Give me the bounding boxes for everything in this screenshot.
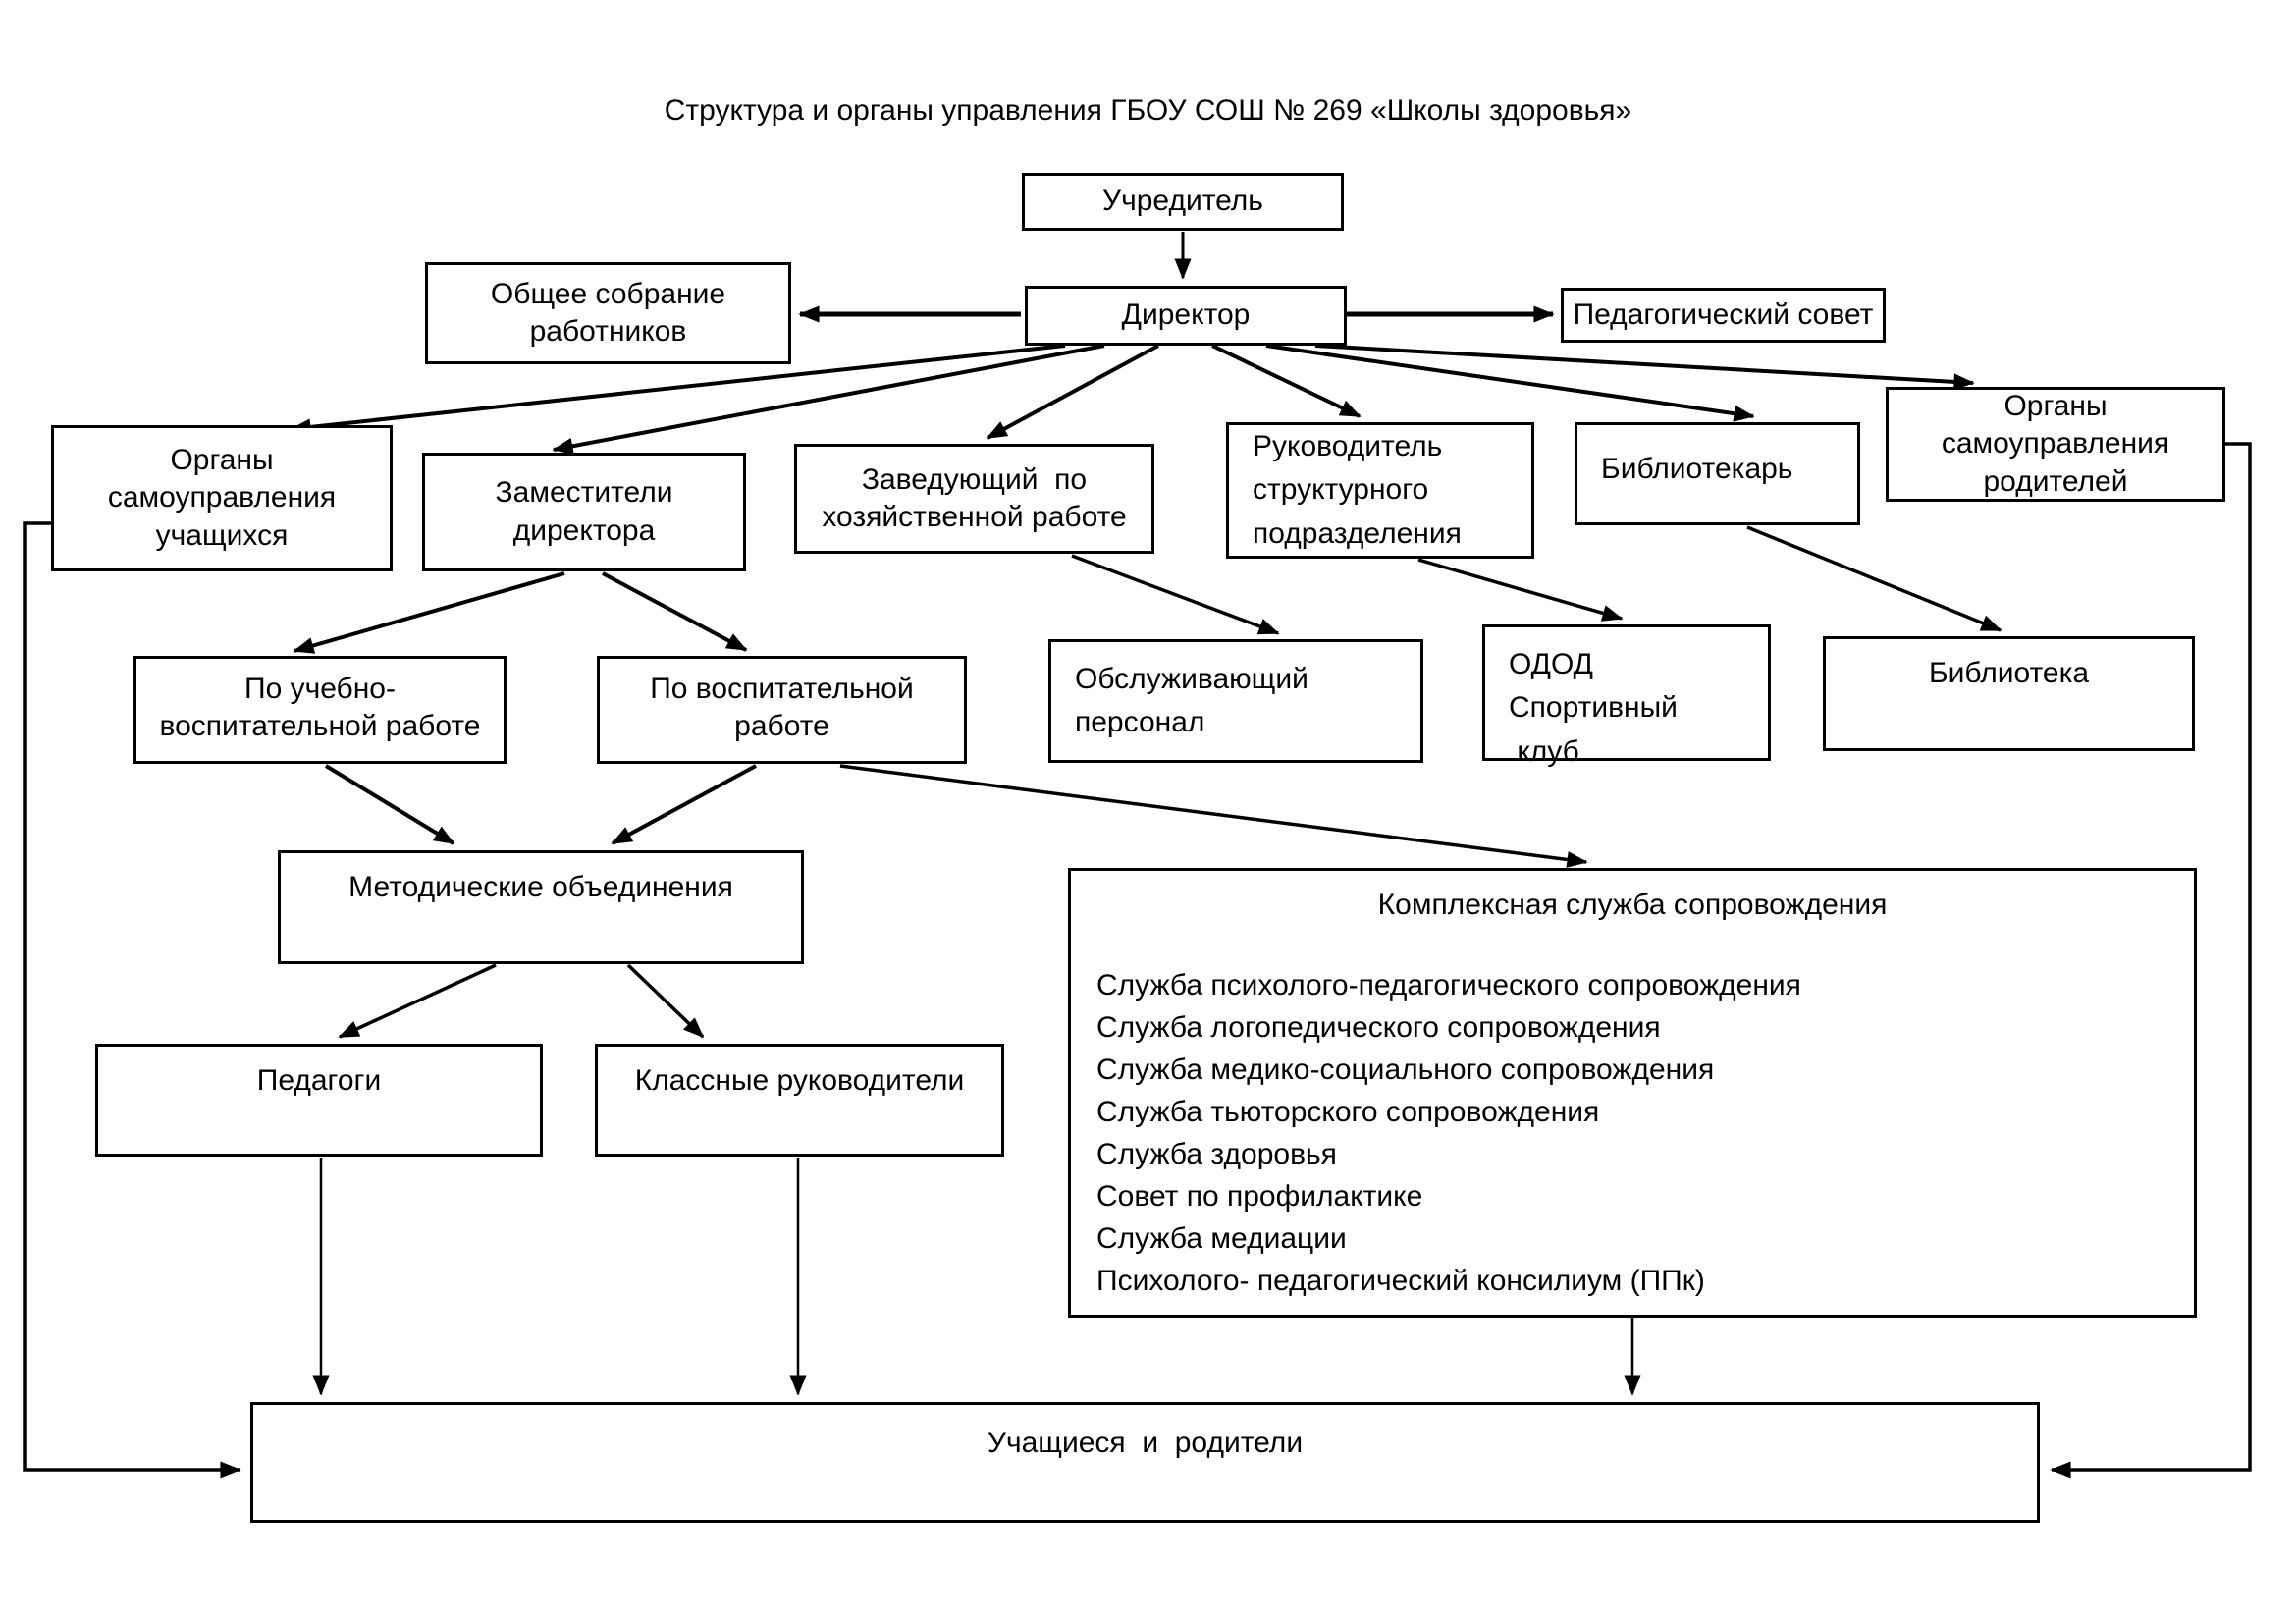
- node-unit-head: Руководитель структурного подразделения: [1226, 422, 1534, 559]
- node-service-staff-label: Обслуживающий персонал: [1075, 663, 1308, 739]
- node-complex-support-service-label: Комплексная служба сопровождения: [1377, 889, 1888, 921]
- node-general-meeting-label: Общее собрание работников: [490, 277, 726, 348]
- node-library: Библиотека: [1823, 636, 2195, 751]
- connector-director-parent-self-government: [1314, 344, 1975, 391]
- service-item: Служба медико-социального сопровождения: [1096, 1054, 1715, 1087]
- node-student-self-government: Органы самоуправления учащихся: [51, 425, 393, 571]
- connector-upbringing-methodical: [611, 764, 757, 845]
- node-edu-upbringing-work: По учебно- воспитательной работе: [133, 656, 507, 764]
- node-students-parents-label: Учащиеся и родители: [987, 1427, 1304, 1459]
- node-methodical-associations-label: Методические объединения: [348, 871, 733, 903]
- node-founder-label: Учредитель: [1102, 185, 1263, 218]
- node-unit-head-label: Руководитель структурного подразделения: [1253, 429, 1462, 550]
- connector-unit-head-odod: [1417, 558, 1624, 622]
- connector-librarian-library: [1746, 525, 2002, 632]
- service-item: Служба здоровья: [1096, 1138, 1337, 1171]
- node-edu-upbringing-work-label: По учебно- воспитательной работе: [159, 673, 481, 743]
- node-upbringing-work-label: По воспитательной работе: [650, 673, 914, 743]
- service-item: Служба тьюторского сопровождения: [1096, 1096, 1600, 1129]
- node-librarian-label: Библиотекарь: [1601, 453, 1793, 485]
- service-item: Служба психолого-педагогического сопрово…: [1096, 969, 1801, 1002]
- connector-director-household-manager: [986, 344, 1159, 440]
- connector-director-student-self-government: [290, 344, 1066, 436]
- node-librarian: Библиотекарь: [1575, 422, 1860, 525]
- connector-student-gov-students: [23, 521, 241, 1479]
- node-teachers: Педагоги: [95, 1044, 543, 1157]
- node-methodical-associations: Методические объединения: [278, 850, 804, 964]
- node-director-label: Директор: [1121, 298, 1251, 332]
- node-director: Директор: [1025, 286, 1347, 346]
- connector-director-deputy-directors: [552, 344, 1105, 455]
- connector-deputies-edu-upbringing: [293, 571, 565, 654]
- node-general-meeting: Общее собрание работников: [425, 262, 791, 364]
- node-student-self-government-label: Органы самоуправления учащихся: [107, 444, 337, 552]
- service-item: Служба логопедического сопровождения: [1096, 1011, 1661, 1045]
- node-household-manager: Заведующий по хозяйственной работе: [794, 444, 1154, 554]
- node-founder: Учредитель: [1022, 173, 1344, 231]
- node-library-label: Библиотека: [1928, 657, 2090, 689]
- node-deputy-directors-label: Заместители директора: [495, 476, 673, 547]
- connector-upbringing-complex-service: [839, 764, 1588, 868]
- service-item: Психолого- педагогический консилиум (ППк…: [1096, 1265, 1705, 1298]
- node-parent-self-government: Органы самоуправления родителей: [1886, 387, 2225, 502]
- service-list: Служба психолого-педагогического сопрово…: [1096, 971, 2194, 1296]
- node-odod-sport-club: ОДОД Спортивный клуб: [1482, 624, 1771, 768]
- node-parent-self-government-label: Органы самоуправления родителей: [1941, 390, 2170, 498]
- node-complex-support-service: Комплексная служба сопровождения Служба …: [1068, 868, 2197, 1318]
- connector-household-service-staff: [1071, 554, 1280, 635]
- node-service-staff: Обслуживающий персонал: [1048, 639, 1423, 763]
- node-teachers-label: Педагоги: [256, 1064, 382, 1097]
- connector-director-unit-head: [1211, 344, 1362, 418]
- node-pedagogical-council: Педагогический совет: [1561, 288, 1886, 343]
- node-household-manager-label: Заведующий по хозяйственной работе: [822, 462, 1127, 533]
- node-odod-sport-club-label: ОДОД Спортивный клуб: [1509, 648, 1678, 768]
- node-class-leaders: Классные руководители: [595, 1044, 1004, 1157]
- service-item: Служба медиации: [1096, 1222, 1347, 1256]
- node-deputy-directors: Заместители директора: [422, 453, 746, 571]
- page-title: Структура и органы управления ГБОУ СОШ №…: [664, 94, 1632, 127]
- connector-director-librarian: [1265, 344, 1755, 422]
- connector-edu-upbringing-methodical: [324, 764, 455, 845]
- node-students-parents: Учащиеся и родители: [250, 1402, 2040, 1523]
- connector-methodical-teachers: [338, 963, 497, 1039]
- connector-deputies-upbringing: [602, 571, 748, 652]
- node-pedagogical-council-label: Педагогический совет: [1573, 298, 1874, 331]
- service-item: Совет по профилактике: [1096, 1180, 1423, 1214]
- connector-methodical-class-leaders: [626, 963, 705, 1039]
- node-upbringing-work: По воспитательной работе: [597, 656, 967, 764]
- connector-parent-gov-students: [2050, 442, 2252, 1479]
- node-class-leaders-label: Классные руководители: [634, 1064, 965, 1097]
